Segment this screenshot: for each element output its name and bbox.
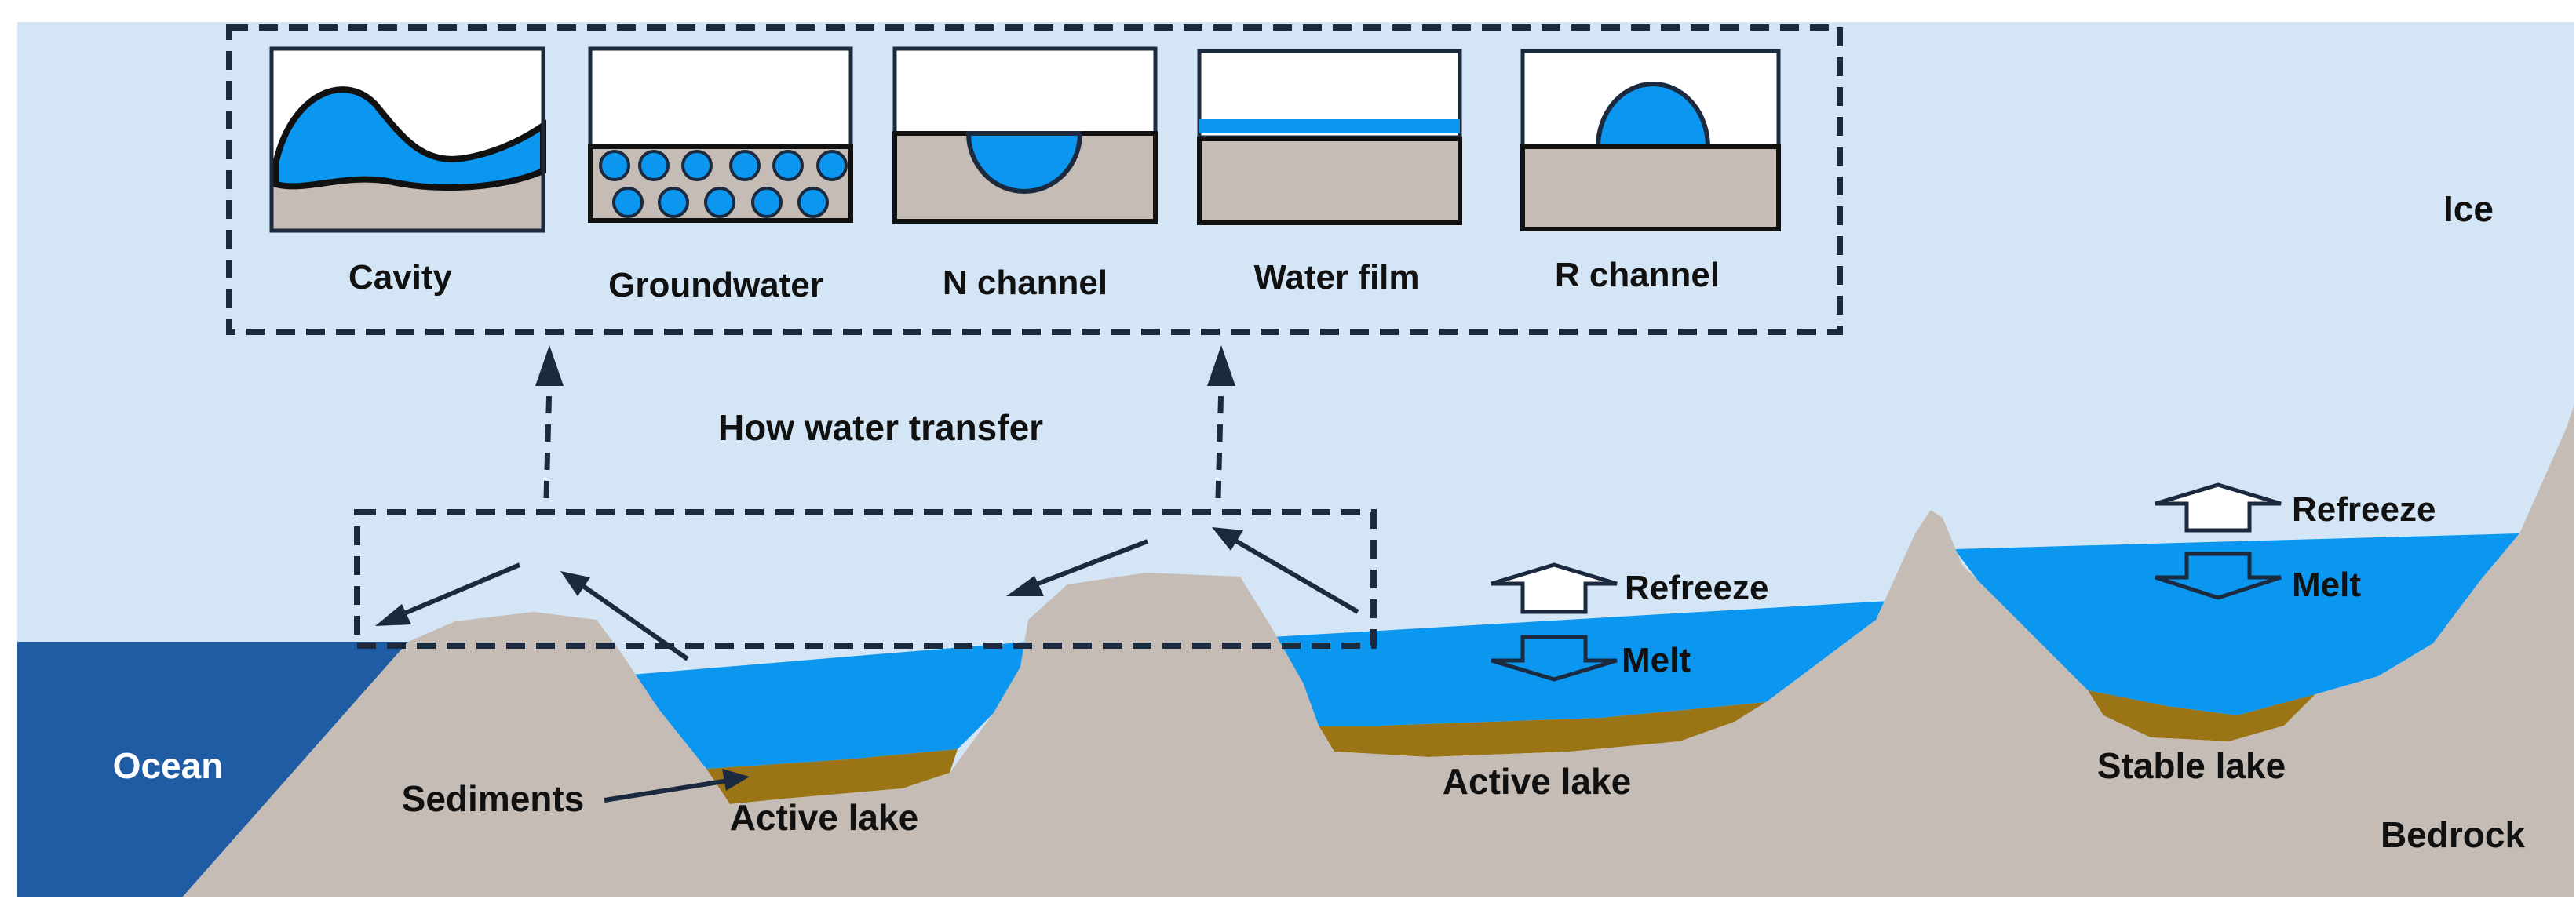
lake-water-1 xyxy=(612,642,1028,769)
melt-arrow-1 xyxy=(1491,635,1618,682)
melt-arrow-2 xyxy=(2155,552,2282,600)
flow-arrow-4 xyxy=(1212,527,1243,551)
dashed-arrow-up-1 xyxy=(535,345,564,386)
n-channel-panel xyxy=(892,46,1158,224)
n-channel-icon xyxy=(965,131,1083,194)
cavity-panel xyxy=(269,46,546,233)
groundwater-icon xyxy=(599,150,848,218)
active-lake-label-1: Active lake xyxy=(730,797,918,838)
transfer-modes-box xyxy=(226,24,1843,335)
sediments-arrow xyxy=(722,769,750,791)
refreeze-arrow-2 xyxy=(2155,482,2282,533)
ocean-label: Ocean xyxy=(113,745,224,786)
dashed-arrow-up-2 xyxy=(1207,345,1235,386)
cavity-icon xyxy=(273,86,546,191)
lake-water-3 xyxy=(1954,533,2519,715)
stable-lake-label: Stable lake xyxy=(2097,745,2286,786)
groundwater-label: Groundwater xyxy=(608,266,823,304)
flow-arrow-3 xyxy=(1006,576,1044,596)
cavity-label: Cavity xyxy=(348,258,453,297)
active-lake-label-2: Active lake xyxy=(1443,761,1631,802)
sediment-3 xyxy=(2088,690,2315,741)
water-film-icon xyxy=(1199,119,1460,133)
flow-arrow-2 xyxy=(560,571,590,596)
water-film-label: Water film xyxy=(1253,258,1419,297)
refreeze-arrow-1 xyxy=(1491,562,1618,614)
groundwater-panel xyxy=(588,46,853,223)
melt-label-1: Melt xyxy=(1622,641,1691,679)
refreeze-label-2: Refreeze xyxy=(2292,490,2436,529)
r-channel-label: R channel xyxy=(1555,256,1720,294)
bedrock-region xyxy=(182,404,2574,897)
ocean-region xyxy=(17,642,408,897)
r-channel-panel xyxy=(1520,49,1781,231)
how-water-transfer-label: How water transfer xyxy=(718,407,1043,448)
ice-label: Ice xyxy=(2443,188,2494,229)
melt-label-2: Melt xyxy=(2292,566,2361,604)
water-film-panel xyxy=(1197,49,1462,225)
transfer-region-box xyxy=(354,509,1377,649)
sediment-1 xyxy=(706,749,958,804)
refreeze-label-1: Refreeze xyxy=(1625,569,1768,607)
sediment-2 xyxy=(1319,702,1766,757)
r-channel-icon xyxy=(1595,82,1711,149)
bedrock-label: Bedrock xyxy=(2381,814,2525,855)
sediments-label: Sediments xyxy=(402,778,585,819)
n-channel-label: N channel xyxy=(943,264,1107,302)
flow-arrow-1 xyxy=(375,604,411,626)
